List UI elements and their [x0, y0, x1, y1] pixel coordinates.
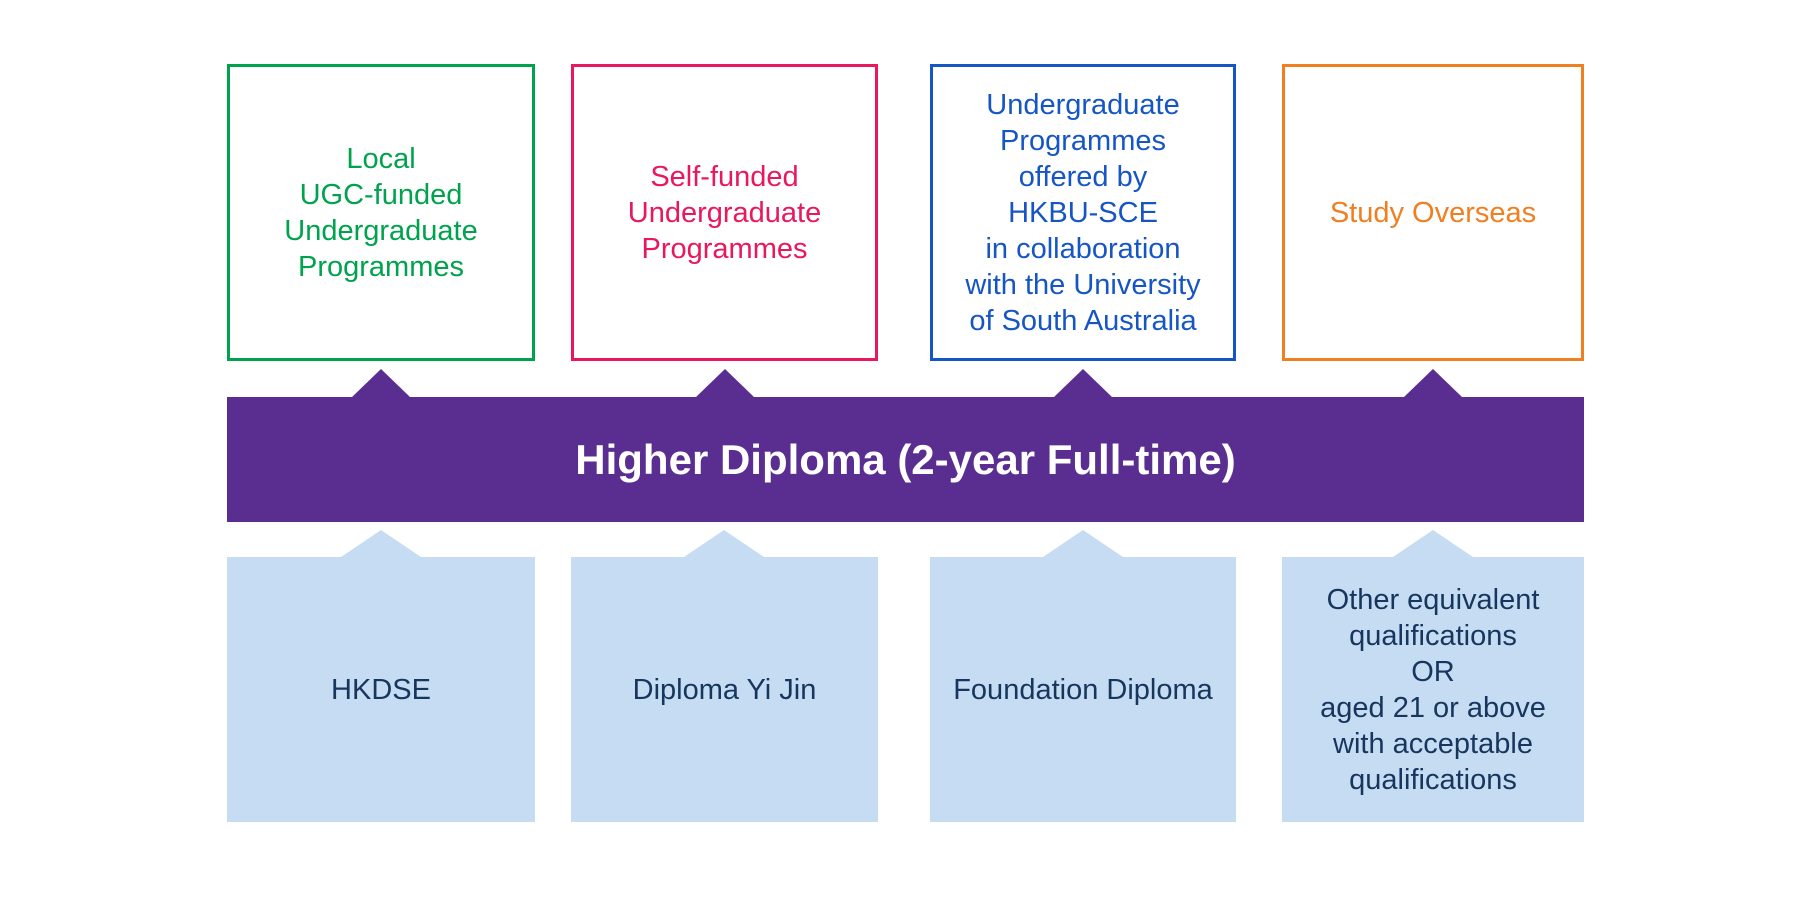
banner-label: Higher Diploma (2-year Full-time) [575, 435, 1236, 483]
outcome-box-line: Undergraduate [284, 214, 478, 247]
higher-diploma-banner: Higher Diploma (2-year Full-time) [227, 397, 1584, 522]
outcome-box-line: Self-funded [650, 160, 799, 193]
outcome-box-line: of South Australia [969, 304, 1197, 337]
entry-box-line: qualifications [1349, 763, 1517, 796]
outcome-box-line: UGC-funded [299, 178, 463, 211]
entry-box-line: Other equivalent [1326, 583, 1540, 616]
arrow-up-icon [1043, 530, 1123, 557]
arrow-up-icon [1404, 369, 1462, 397]
entry-box-line: Foundation Diploma [953, 673, 1213, 706]
outcome-box-line: Local [346, 142, 416, 175]
entry-box-line: Diploma Yi Jin [632, 673, 817, 706]
entry-box-diploma-yi-jin: Diploma Yi Jin [571, 557, 878, 822]
outcome-box-hkbu-sce-unisa: Undergraduate Programmes offered by HKBU… [930, 64, 1236, 361]
outcome-box-line: Programmes [641, 232, 808, 265]
arrow-up-icon [341, 530, 421, 557]
outcome-box-line: in collaboration [985, 232, 1181, 265]
entry-box-line: HKDSE [331, 673, 431, 706]
arrow-up-icon [1393, 530, 1473, 557]
entry-box-line: qualifications [1349, 619, 1517, 652]
outcome-box-local-ugc-funded: Local UGC-funded Undergraduate Programme… [227, 64, 535, 361]
outcome-box-line: Study Overseas [1329, 196, 1537, 229]
entry-box-hkdse: HKDSE [227, 557, 535, 822]
outcome-box-line: offered by [1018, 160, 1148, 193]
outcome-box-self-funded: Self-funded Undergraduate Programmes [571, 64, 878, 361]
entry-box-foundation-diploma: Foundation Diploma [930, 557, 1236, 822]
outcome-box-line: HKBU-SCE [1008, 196, 1158, 229]
entry-box-other-qualifications: Other equivalent qualifications OR aged … [1282, 557, 1584, 822]
outcome-box-line: Undergraduate [627, 196, 822, 229]
entry-box-line: OR [1411, 655, 1455, 688]
arrow-up-icon [352, 369, 410, 397]
arrow-up-icon [696, 369, 754, 397]
outcome-box-line: Programmes [1000, 124, 1166, 157]
entry-box-line: aged 21 or above [1320, 691, 1546, 724]
entry-box-line: with acceptable [1333, 727, 1533, 760]
arrow-up-icon [1054, 369, 1112, 397]
arrow-up-icon [684, 530, 764, 557]
outcome-box-line: with the University [965, 268, 1201, 301]
outcome-box-study-overseas: Study Overseas [1282, 64, 1584, 361]
outcome-box-line: Undergraduate [986, 88, 1180, 121]
outcome-box-line: Programmes [298, 250, 464, 283]
